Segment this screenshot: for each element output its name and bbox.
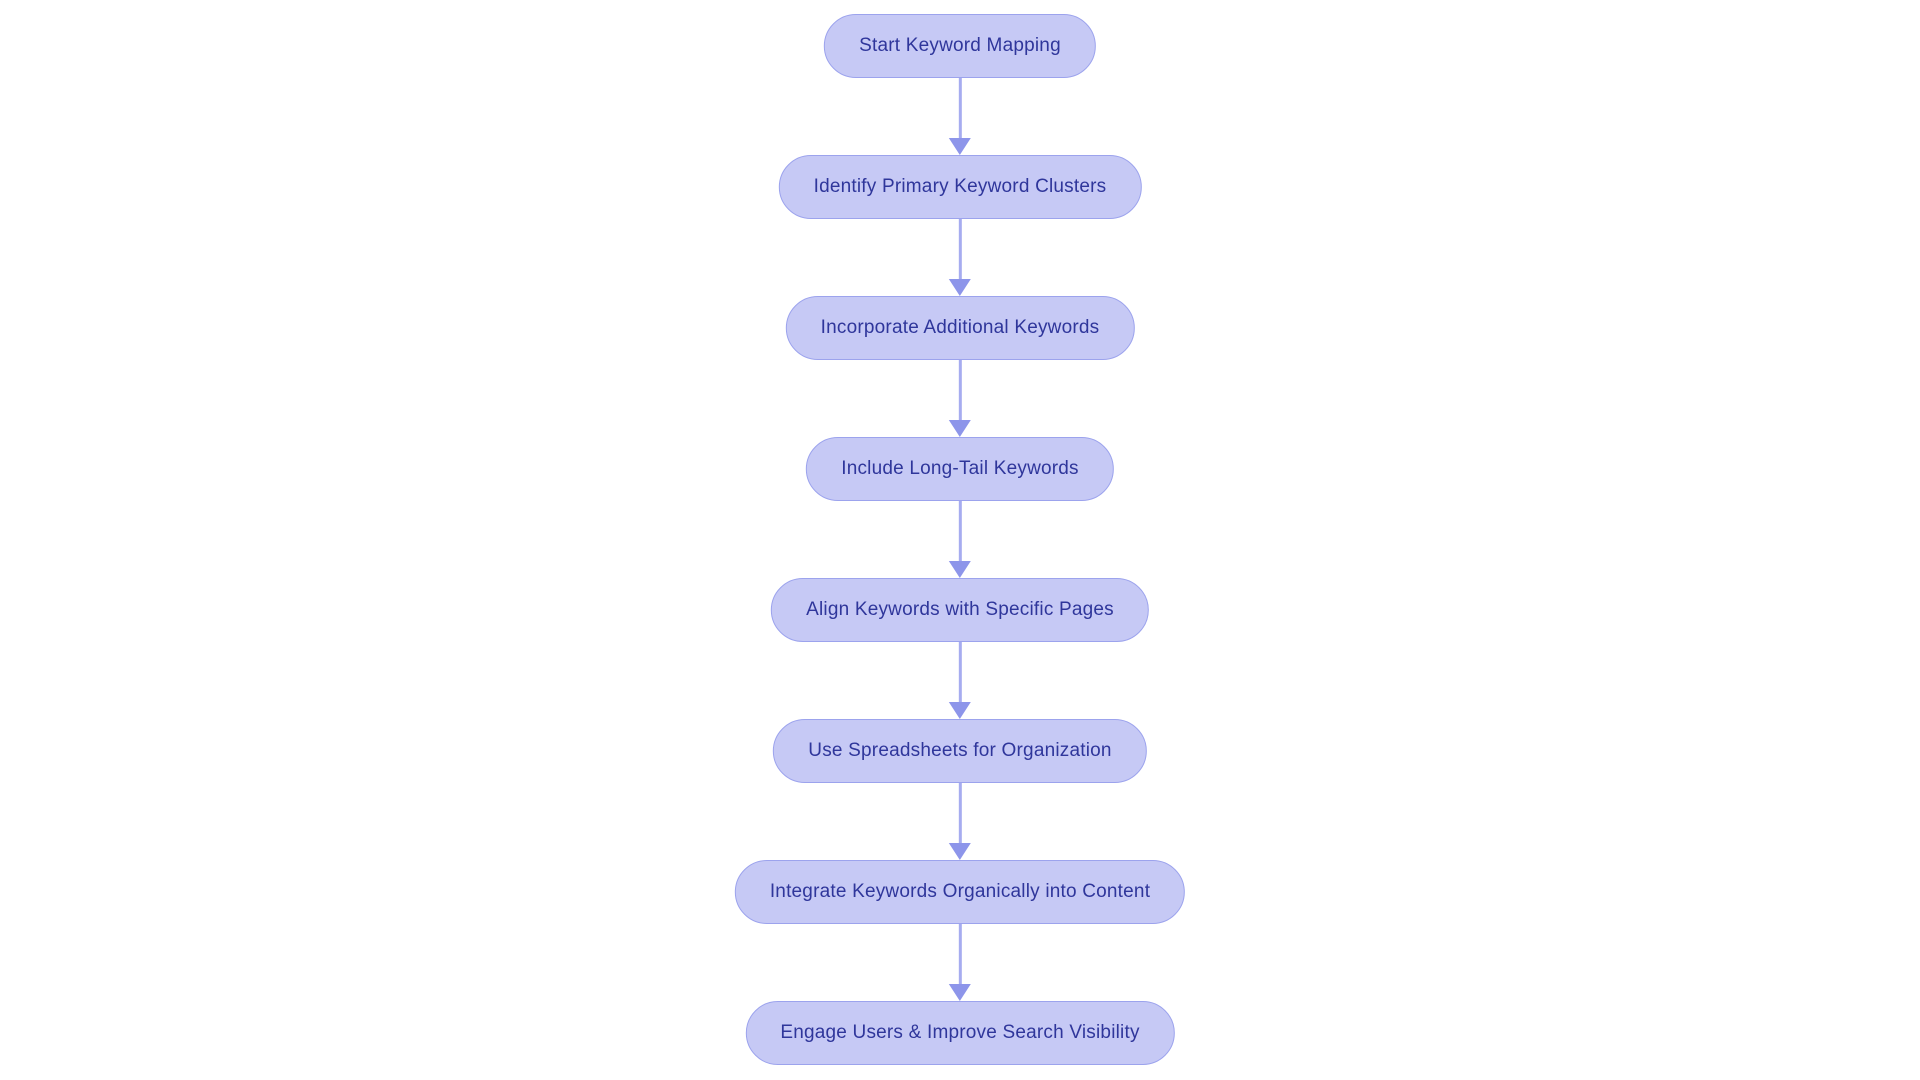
flow-connector [948,642,971,719]
connector-line [958,219,962,279]
arrowhead-down-icon [948,843,971,860]
connector-line [958,924,962,984]
arrowhead-down-icon [948,984,971,1001]
flow-node-start-keyword-mapping: Start Keyword Mapping [824,14,1096,78]
flow-node-incorporate-additional-keywords: Incorporate Additional Keywords [785,296,1135,360]
arrowhead-down-icon [948,279,971,296]
flow-connector [948,78,971,155]
flow-node-include-long-tail-keywords: Include Long-Tail Keywords [806,437,1114,501]
flow-node-identify-primary-keyword-clusters: Identify Primary Keyword Clusters [778,155,1142,219]
flow-node-integrate-keywords-organically-into-content: Integrate Keywords Organically into Cont… [734,860,1186,924]
flow-node-align-keywords-with-specific-pages: Align Keywords with Specific Pages [771,578,1149,642]
arrowhead-down-icon [948,702,971,719]
flowchart: Start Keyword Mapping Identify Primary K… [734,14,1186,1065]
flow-connector [948,783,971,860]
arrowhead-down-icon [948,420,971,437]
connector-line [958,501,962,561]
flow-connector [948,360,971,437]
flow-connector [948,501,971,578]
flow-connector [948,924,971,1001]
arrowhead-down-icon [948,561,971,578]
connector-line [958,642,962,702]
connector-line [958,78,962,138]
arrowhead-down-icon [948,138,971,155]
connector-line [958,783,962,843]
connector-line [958,360,962,420]
flow-node-engage-users-improve-search-visibility: Engage Users & Improve Search Visibility [745,1001,1175,1065]
flow-connector [948,219,971,296]
flow-node-use-spreadsheets-for-organization: Use Spreadsheets for Organization [773,719,1147,783]
